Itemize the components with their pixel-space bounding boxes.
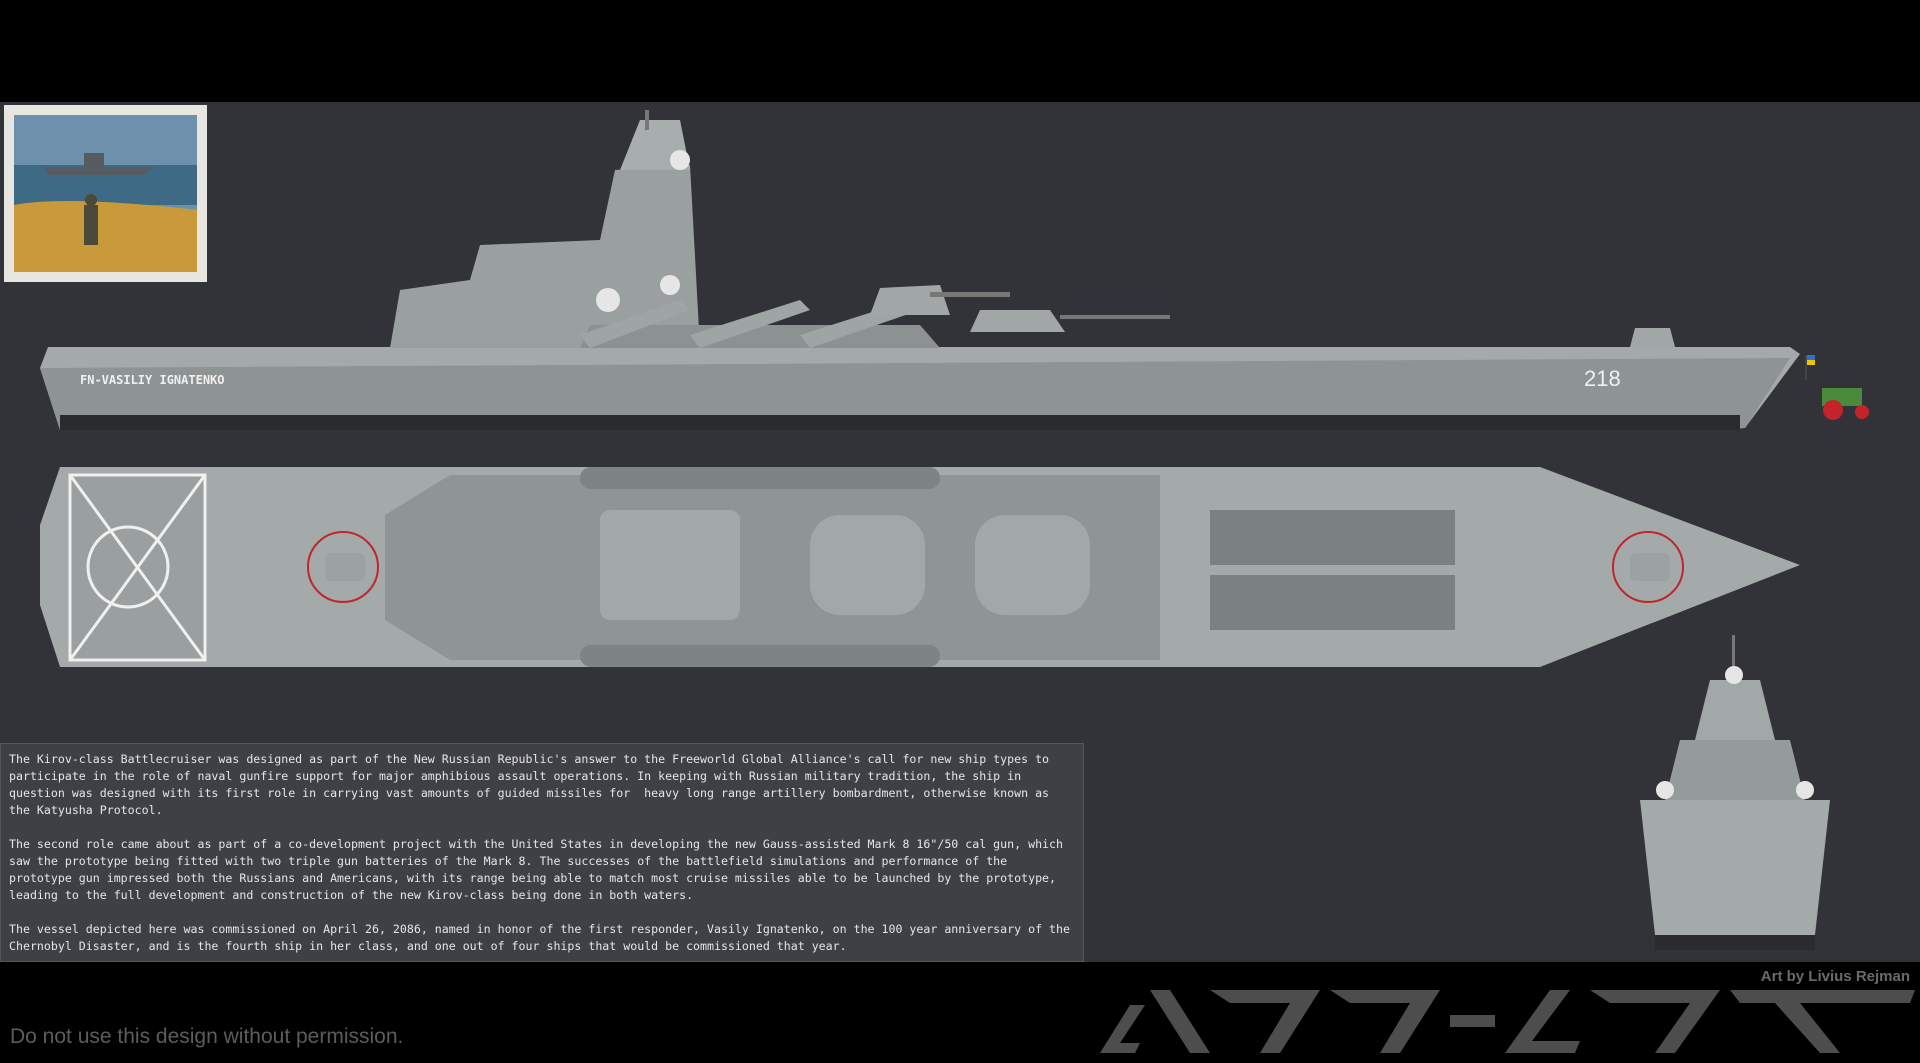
description-paragraph: The vessel depicted here was commissione… [9,922,1077,953]
artist-credit: Art by Livius Rejman [1760,968,1910,985]
description-paragraph: The second role came about as part of a … [9,837,1070,902]
permission-warning: Do not use this design without permissio… [10,1025,404,1048]
description-paragraph: The Kirov-class Battlecruiser was design… [9,752,1057,817]
description-panel: The Kirov-class Battlecruiser was design… [0,743,1084,962]
postage-stamp [4,105,207,282]
hull-name-label: FN-VASILIY IGNATENKO [80,373,225,387]
tractor-icon [1822,388,1869,420]
side-profile-view: FN-VASILIY IGNATENKO 218 [40,110,1869,430]
hull-number-label: 218 [1584,366,1621,391]
front-view [1640,635,1830,950]
naval-core-logo [1100,990,1915,1053]
top-down-view [40,467,1800,667]
